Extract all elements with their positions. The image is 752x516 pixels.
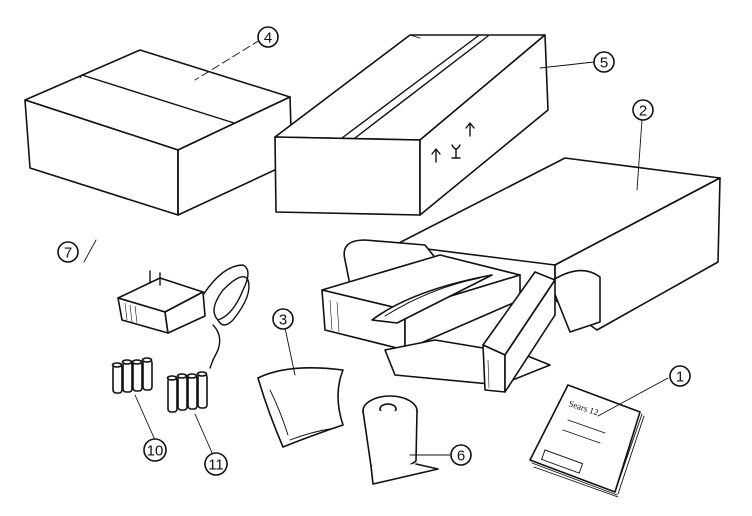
callout-10: 10 — [143, 438, 167, 462]
callout-4-label: 4 — [264, 30, 272, 47]
part-10-batteries — [111, 357, 153, 394]
part-5-outer-box — [274, 34, 549, 216]
part-3-pouch — [257, 366, 344, 448]
part-1-manual: Sears 12 — [529, 384, 645, 498]
fragile-symbols-icon — [431, 122, 475, 163]
callout-2-label: 2 — [639, 103, 647, 120]
callout-7: 7 — [57, 241, 79, 263]
callout-5-label: 5 — [600, 55, 608, 72]
callout-2: 2 — [632, 99, 654, 121]
callout-7-label: 7 — [64, 245, 72, 262]
part-6-paper-roll — [362, 395, 439, 485]
callout-10-label: 10 — [147, 443, 164, 460]
part-11-batteries — [166, 371, 208, 413]
callout-1-label: 1 — [676, 369, 684, 386]
callout-4: 4 — [257, 26, 279, 48]
callout-11-label: 11 — [208, 457, 224, 474]
leader-lines — [83, 39, 669, 456]
part-7-ac-adapter — [117, 264, 250, 369]
callout-11: 11 — [204, 452, 228, 476]
callout-3: 3 — [272, 308, 294, 330]
part-4-carton — [24, 49, 293, 216]
callout-6: 6 — [450, 444, 472, 466]
callout-5: 5 — [593, 51, 615, 73]
part-2-open-carton — [321, 157, 721, 393]
callout-3-label: 3 — [279, 312, 287, 329]
callout-1: 1 — [669, 365, 691, 387]
callout-6-label: 6 — [457, 448, 465, 465]
